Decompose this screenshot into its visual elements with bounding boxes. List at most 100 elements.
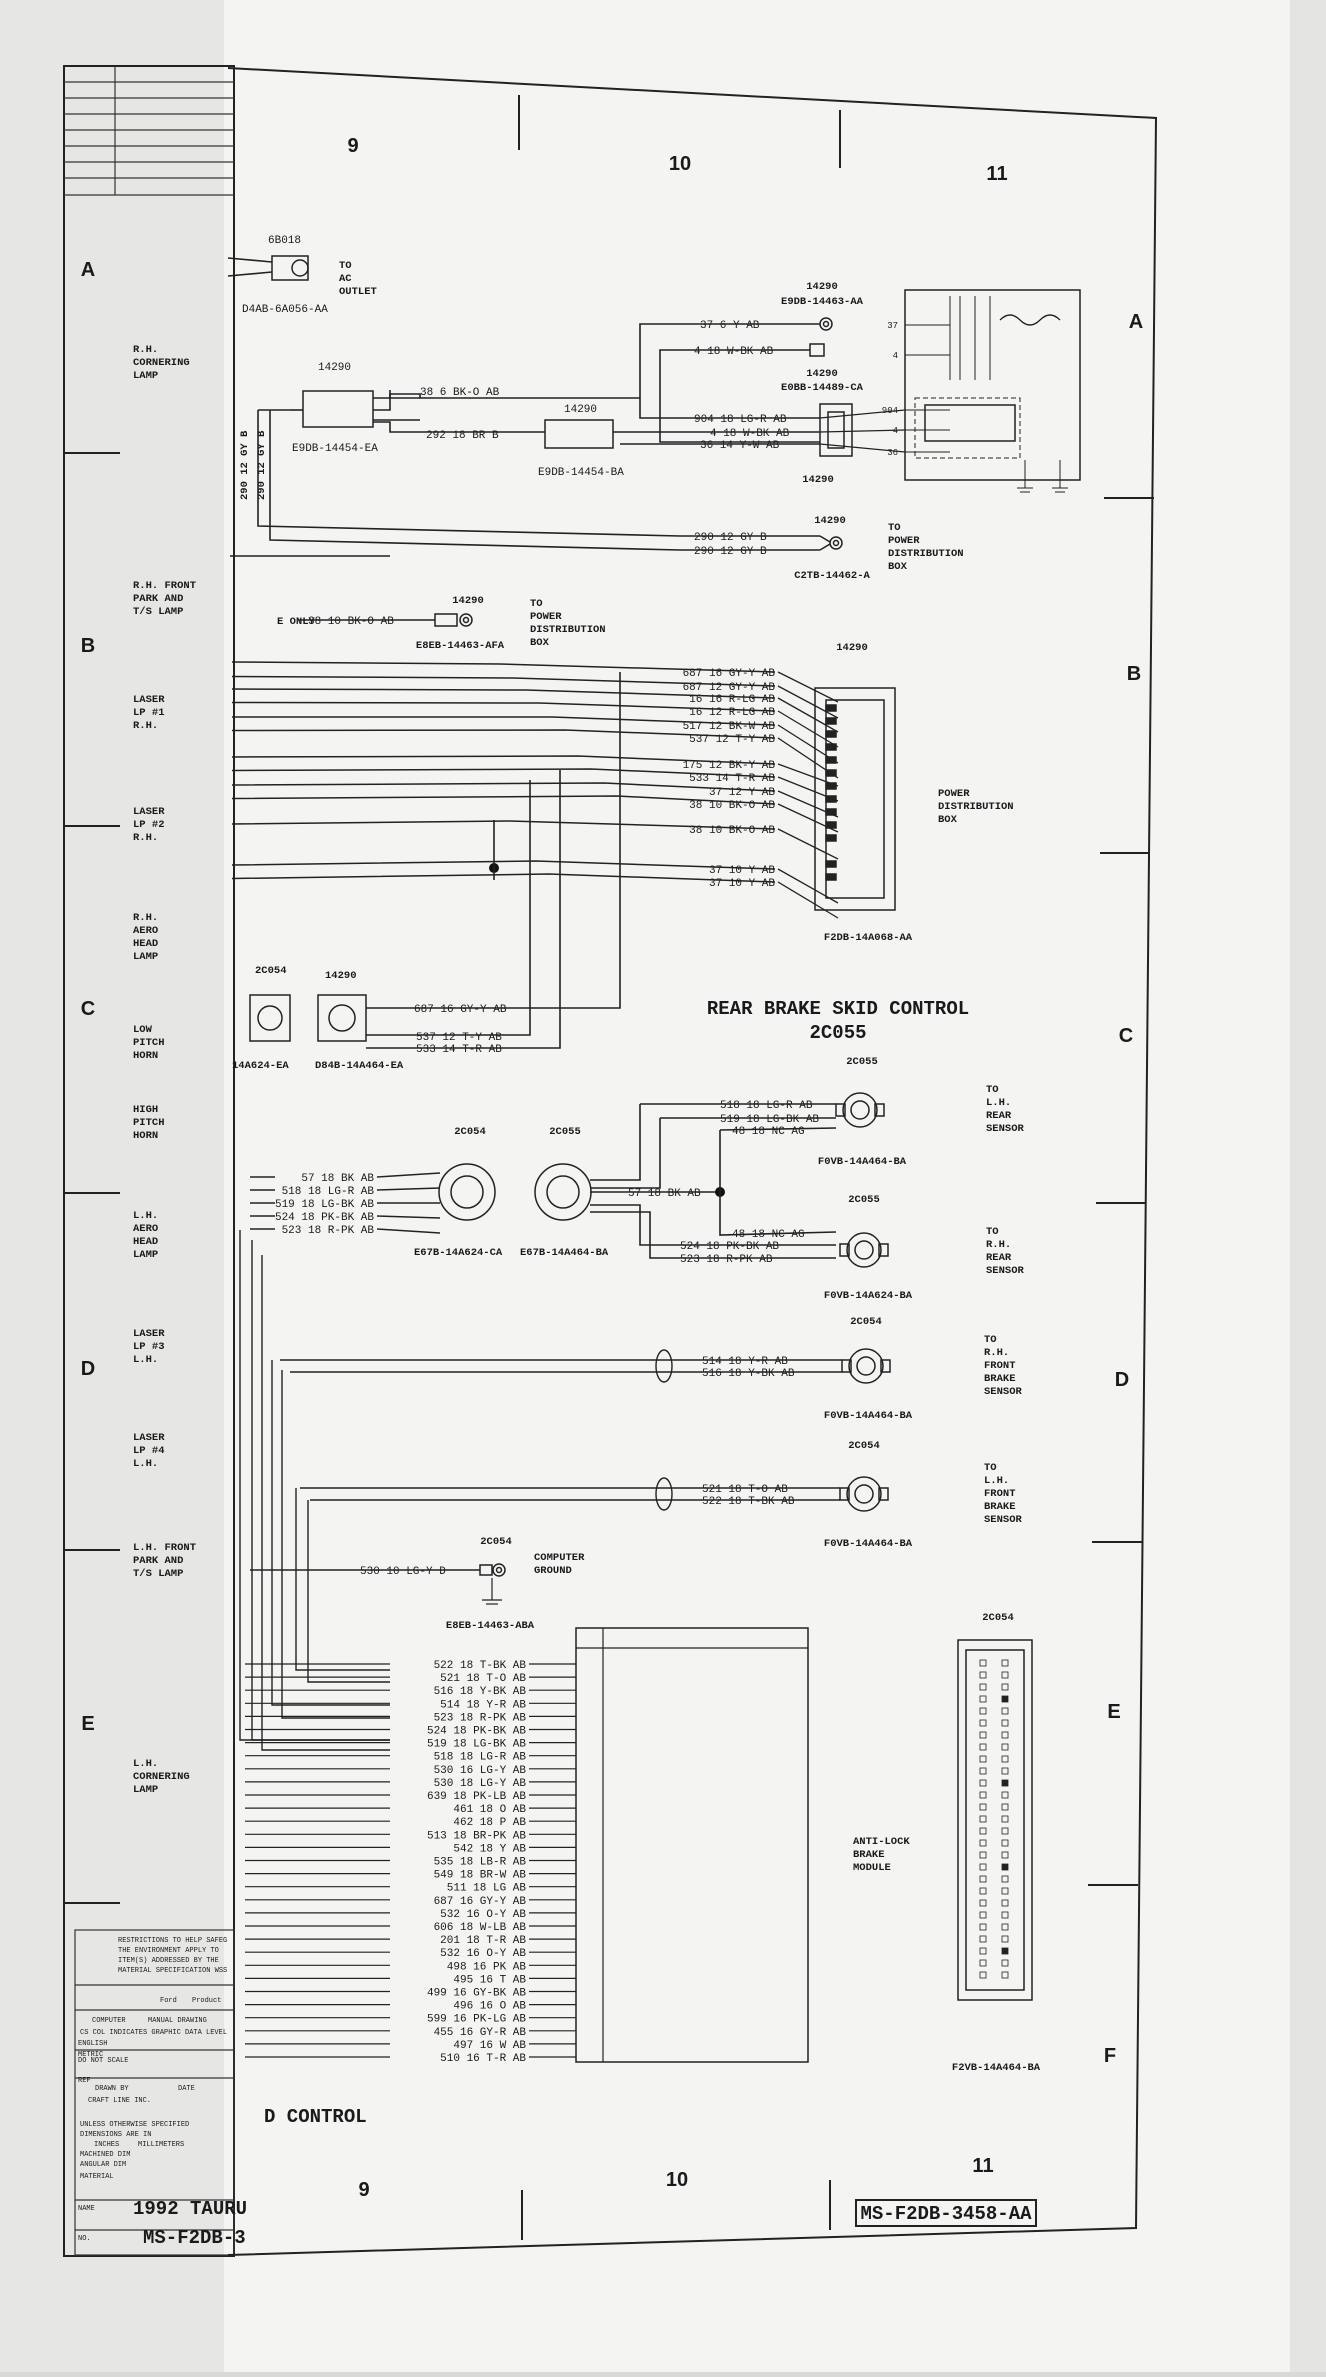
main-frame <box>227 67 1158 2256</box>
pdb-harness-wire <box>231 782 776 792</box>
left-label-lh-front-park: T/S LAMP <box>133 1568 183 1580</box>
alternator-regulator-box <box>904 289 1081 481</box>
module-wire-label: 532 16 O-Y AB <box>440 1909 526 1921</box>
wire-left-to-2c054 <box>376 1228 441 1234</box>
wire-37-6-label: 37 6 Y AB <box>700 320 760 332</box>
grid-row-label: E <box>81 1713 94 1735</box>
left-label-lh-aero: LAMP <box>133 1249 158 1261</box>
pdb-label: POWER <box>938 788 970 800</box>
part-f2vb-14a464-ba: F2VB-14A464-BA <box>952 2062 1041 2074</box>
module-wire-label: 498 16 PK AB <box>447 1961 527 1973</box>
module-wire-label: 530 16 LG-Y AB <box>434 1765 527 1777</box>
part-c2tb-14462-a: C2TB-14462-A <box>794 570 870 582</box>
ac-outlet-plug <box>271 255 309 281</box>
wire-537-horn <box>366 780 531 1036</box>
to-rh-rear-sensor-label: SENSOR <box>986 1265 1025 1277</box>
module-wire-label: 455 16 GY-R AB <box>434 2027 527 2039</box>
pdb-harness-wire <box>231 795 776 805</box>
pdb-harness-wire <box>231 729 776 739</box>
left-label-laser2: LASER <box>133 806 165 818</box>
abs-cavity <box>1001 1791 1009 1799</box>
module-wire-label: 530 18 LG-Y AB <box>434 1778 527 1790</box>
left-label-rh-cornering: LAMP <box>133 370 158 382</box>
module-wire-label: 462 18 P AB <box>453 1817 526 1829</box>
abs-cavity <box>1001 1695 1009 1703</box>
to-pdb-label-1: BOX <box>888 561 908 573</box>
left-frame <box>63 65 235 2257</box>
connector-2c055-mid: 2C055 <box>549 1126 581 1138</box>
ring-terminal-290-hole <box>832 539 840 547</box>
wire-519-lhr-label: 519 18 LG-BK AB <box>720 1114 819 1126</box>
left-label-lh-front-park: PARK AND <box>133 1555 183 1567</box>
rh-front-sensor-tab <box>841 1359 852 1373</box>
lh-front-sensor-tab <box>878 1487 889 1501</box>
alt-link <box>819 409 906 419</box>
pdb-harness-wire <box>231 768 776 778</box>
wire <box>819 535 831 543</box>
circuit-description-table <box>575 1627 809 2063</box>
left-label-lh-aero: HEAD <box>133 1236 158 1248</box>
abs-cavity <box>979 1875 987 1883</box>
high-horn-connector <box>317 994 367 1042</box>
abs-cavity <box>979 1803 987 1811</box>
pdb-cavity <box>825 860 837 868</box>
abs-cavity <box>1001 1827 1009 1835</box>
abs-connector-face <box>965 1649 1025 1991</box>
wire-518-left-label: 518 18 LG-R AB <box>282 1186 375 1198</box>
part-d4ab-6a056-aa: D4AB-6A056-AA <box>242 304 328 316</box>
title-block-text: Product <box>192 1997 221 2005</box>
to-rh-front-sensor-label: R.H. <box>984 1347 1009 1359</box>
grid-row-label: A <box>1129 311 1143 333</box>
alternator-coil <box>999 314 1061 326</box>
connector-6b018: 6B018 <box>268 235 301 247</box>
wire-521-label: 521 18 T-O AB <box>702 1484 788 1496</box>
abs-cavity <box>1001 1959 1009 1967</box>
wire-48b <box>719 1130 837 1236</box>
left-label-rh-cornering: CORNERING <box>133 357 190 369</box>
abs-cavity <box>979 1959 987 1967</box>
part-d84b-14a464-ea: D84B-14A464-EA <box>315 1060 404 1072</box>
wire-left-to-2c054 <box>376 1172 441 1178</box>
to-lh-front-sensor-label: BRAKE <box>984 1501 1016 1513</box>
alt-connector-face <box>827 411 845 449</box>
abs-cavity <box>1001 1707 1009 1715</box>
pdb-cavity <box>825 795 837 803</box>
title-block-text: MATERIAL SPECIFICATION WSS <box>118 1967 227 1975</box>
to-rh-front-sensor-label: TO <box>984 1334 997 1346</box>
document-number-partial: MS-F2DB-3 <box>143 2227 246 2249</box>
left-label-laser2: R.H. <box>133 832 158 844</box>
abs-cavity <box>979 1695 987 1703</box>
module-wire-label: 521 18 T-O AB <box>440 1673 526 1685</box>
left-label-rh-front-park: PARK AND <box>133 593 183 605</box>
pdb-harness-wire <box>231 755 776 765</box>
abs-cavity <box>1001 1755 1009 1763</box>
computer-ground-label: COMPUTER <box>534 1552 585 1564</box>
module-wire-label: 510 16 T-R AB <box>440 2053 526 2065</box>
rh-rear-sensor-tab <box>878 1243 889 1257</box>
module-wire-label: 549 18 BR-W AB <box>434 1870 527 1882</box>
ring-terminal-290 <box>829 536 843 550</box>
pdb-harness-wire <box>231 860 776 870</box>
connector-2c055-lh-rear: 2C055 <box>846 1056 878 1068</box>
to-pdb-label-2: POWER <box>530 611 562 623</box>
grid-column-label: 10 <box>669 153 691 175</box>
pdb-cavity <box>825 769 837 777</box>
title-block-text: UNLESS OTHERWISE SPECIFIED <box>80 2121 189 2129</box>
module-wire-label: 514 18 Y-R AB <box>440 1699 526 1711</box>
grid-row-label: E <box>1107 1701 1120 1723</box>
abs-cavity <box>979 1779 987 1787</box>
abs-cavity <box>979 1791 987 1799</box>
wire-523-rr <box>590 1211 836 1259</box>
lh-front-sensor-tab <box>839 1487 850 1501</box>
to-rh-front-sensor-label: FRONT <box>984 1360 1016 1372</box>
anti-lock-brake-module-label: ANTI-LOCK <box>853 1836 910 1848</box>
connector-14290-horn: 14290 <box>325 970 357 982</box>
pdb-cavity <box>825 821 837 829</box>
module-wire-label: 499 16 GY-BK AB <box>427 1988 526 2000</box>
module-wire-label: 639 18 PK-LB AB <box>427 1791 526 1803</box>
left-label-laser3: L.H. <box>133 1354 158 1366</box>
wire-523-left-label: 523 18 R-PK AB <box>282 1225 375 1237</box>
connector-14290-alt2: 14290 <box>806 368 838 380</box>
ring-terminal-37 <box>819 317 833 331</box>
